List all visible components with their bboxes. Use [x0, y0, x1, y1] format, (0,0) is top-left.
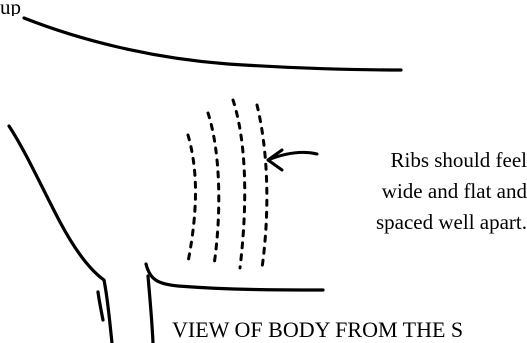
front-leg-outline	[98, 292, 103, 320]
ribs-annotation-line-1: Ribs should feel	[330, 145, 527, 176]
hind-leg-outline	[148, 276, 153, 343]
rib-line-2	[208, 113, 219, 265]
belly-outline	[146, 264, 323, 290]
rib-line-3	[233, 100, 245, 268]
back-outline	[24, 18, 401, 70]
rib-line-4	[257, 105, 267, 268]
ribs-annotation-line-3: spaced well apart.	[330, 207, 527, 238]
rib-line-1	[188, 135, 196, 262]
ribs-annotation-line-2: wide and flat and	[330, 176, 527, 207]
arrow-head	[268, 150, 282, 170]
ribs-annotation: Ribs should feel wide and flat and space…	[330, 145, 527, 238]
rump-outline	[9, 126, 112, 343]
view-caption: VIEW OF BODY FROM THE S	[172, 316, 463, 343]
